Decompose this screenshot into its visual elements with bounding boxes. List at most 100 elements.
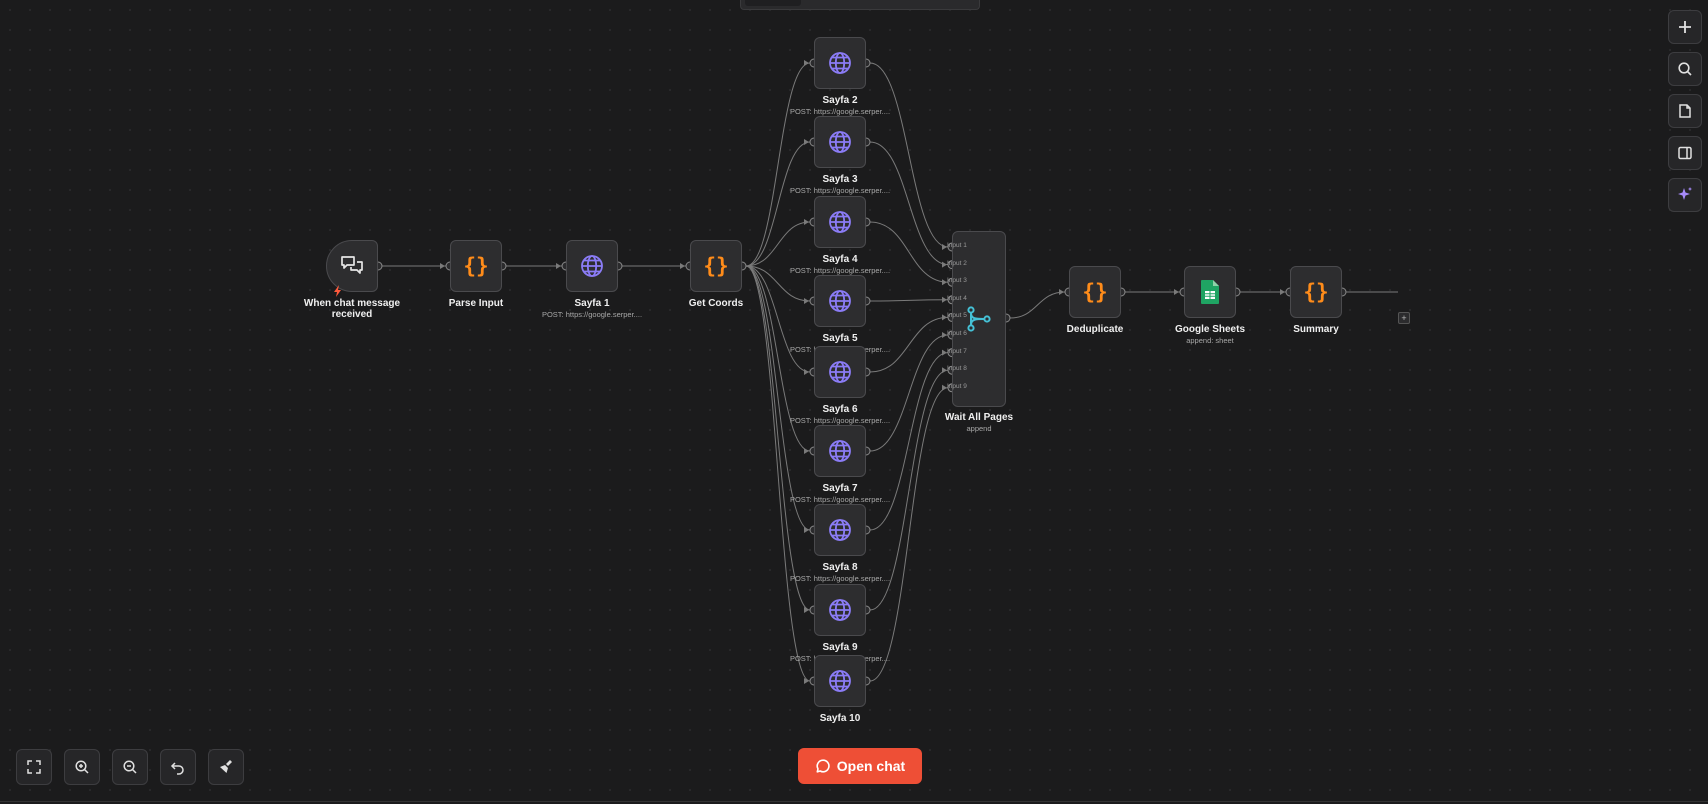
node-label: Google Sheets xyxy=(1174,324,1245,335)
fit-view-button[interactable] xyxy=(16,749,52,785)
merge-input-label: Input 1 xyxy=(947,242,967,249)
top-tab-segment[interactable] xyxy=(745,0,801,6)
right-toolbar xyxy=(1668,10,1702,212)
globe-icon xyxy=(828,669,852,693)
merge-input-label: Input 4 xyxy=(947,294,967,302)
node-sayfa1[interactable] xyxy=(566,240,618,292)
open-chat-label: Open chat xyxy=(836,758,906,774)
svg-text:{}: {} xyxy=(463,254,488,278)
globe-icon xyxy=(828,210,852,234)
node-sayfa8[interactable] xyxy=(814,504,866,556)
plus-icon xyxy=(1677,19,1693,35)
panel-icon xyxy=(1677,145,1693,161)
merge-input-label: Input 7 xyxy=(947,347,967,355)
add-node-button[interactable] xyxy=(1668,10,1702,44)
tidy-up-button[interactable] xyxy=(208,749,244,785)
node-label: Deduplicate xyxy=(1066,324,1124,335)
ai-assistant-button[interactable] xyxy=(1668,178,1702,212)
google-sheets-icon xyxy=(1200,279,1220,305)
node-label: Sayfa 7 xyxy=(822,483,858,494)
merge-input-label: Input 6 xyxy=(947,330,967,337)
node-subtitle: POST: https://google.serper.... xyxy=(789,107,891,116)
search-icon xyxy=(1677,61,1693,77)
node-label: Sayfa 2 xyxy=(822,95,858,106)
node-dedupe[interactable]: {} xyxy=(1069,266,1121,318)
node-label: Sayfa 5 xyxy=(822,333,858,344)
chat-bubbles-icon xyxy=(339,253,365,279)
merge-input-label: Input 8 xyxy=(947,365,967,373)
node-subtitle: POST: https://google.serper.... xyxy=(789,266,891,275)
open-chat-button[interactable]: Open chat xyxy=(798,748,922,784)
code-braces-icon: {} xyxy=(703,253,729,279)
globe-icon xyxy=(828,130,852,154)
svg-text:{}: {} xyxy=(1082,280,1107,304)
node-sayfa7[interactable] xyxy=(814,425,866,477)
globe-icon xyxy=(828,598,852,622)
undo-icon xyxy=(170,759,186,775)
node-sayfa10[interactable] xyxy=(814,655,866,707)
globe-icon xyxy=(828,51,852,75)
zoom-in-button[interactable] xyxy=(64,749,100,785)
code-braces-icon: {} xyxy=(1303,279,1329,305)
node-label: Get Coords xyxy=(688,298,744,309)
zoom-in-icon xyxy=(74,759,90,775)
canvas-bottom-border xyxy=(0,801,1708,802)
globe-icon xyxy=(828,360,852,384)
globe-icon xyxy=(828,289,852,313)
node-subtitle: POST: https://google.serper.... xyxy=(789,416,891,425)
node-subtitle: append xyxy=(966,424,992,433)
fullscreen-icon xyxy=(26,759,42,775)
add-next-node-button[interactable]: + xyxy=(1398,312,1410,324)
node-sayfa5[interactable] xyxy=(814,275,866,327)
node-label: Sayfa 4 xyxy=(822,254,858,265)
node-label: Summary xyxy=(1293,324,1339,335)
node-label: Sayfa 1 xyxy=(574,298,610,309)
globe-icon xyxy=(828,439,852,463)
node-label: When chat message received xyxy=(303,298,401,320)
node-coords[interactable]: {} xyxy=(690,240,742,292)
globe-icon xyxy=(828,518,852,542)
node-label: Sayfa 3 xyxy=(822,174,858,185)
node-subtitle: append: sheet xyxy=(1186,336,1234,345)
code-braces-icon: {} xyxy=(1082,279,1108,305)
sticky-note-button[interactable] xyxy=(1668,94,1702,128)
zoom-out-button[interactable] xyxy=(112,749,148,785)
globe-icon xyxy=(580,254,604,278)
node-label: Parse Input xyxy=(448,298,504,309)
node-label: Wait All Pages xyxy=(944,412,1014,423)
node-parse[interactable]: {} xyxy=(450,240,502,292)
note-icon xyxy=(1677,103,1693,119)
node-subtitle: POST: https://google.serper.... xyxy=(789,574,891,583)
merge-icon xyxy=(965,305,993,333)
canvas-top-tab-bar xyxy=(740,0,980,10)
merge-input-label: Input 9 xyxy=(947,382,967,390)
merge-input-label: Input 3 xyxy=(947,277,967,285)
node-subtitle: POST: https://google.serper.... xyxy=(789,186,891,195)
node-merge[interactable] xyxy=(952,231,1006,407)
node-sayfa6[interactable] xyxy=(814,346,866,398)
canvas-controls xyxy=(16,749,244,785)
zoom-out-icon xyxy=(122,759,138,775)
merge-input-label: Input 5 xyxy=(947,312,967,320)
node-subtitle: POST: https://google.serper.... xyxy=(541,310,643,319)
node-summary[interactable]: {} xyxy=(1290,266,1342,318)
chat-icon xyxy=(815,758,831,774)
node-sayfa2[interactable] xyxy=(814,37,866,89)
broom-icon xyxy=(218,759,234,775)
undo-button[interactable] xyxy=(160,749,196,785)
sparkle-icon xyxy=(1676,186,1694,204)
node-label: Sayfa 9 xyxy=(822,642,858,653)
node-sayfa9[interactable] xyxy=(814,584,866,636)
svg-text:{}: {} xyxy=(703,254,728,278)
search-nodes-button[interactable] xyxy=(1668,52,1702,86)
node-sayfa4[interactable] xyxy=(814,196,866,248)
node-sheets[interactable] xyxy=(1184,266,1236,318)
toggle-panel-button[interactable] xyxy=(1668,136,1702,170)
code-braces-icon: {} xyxy=(463,253,489,279)
node-subtitle: POST: https://google.serper.... xyxy=(789,495,891,504)
merge-input-label: Input 2 xyxy=(947,259,967,267)
node-sayfa3[interactable] xyxy=(814,116,866,168)
node-label: Sayfa 6 xyxy=(822,404,858,415)
node-trigger[interactable] xyxy=(326,240,378,292)
